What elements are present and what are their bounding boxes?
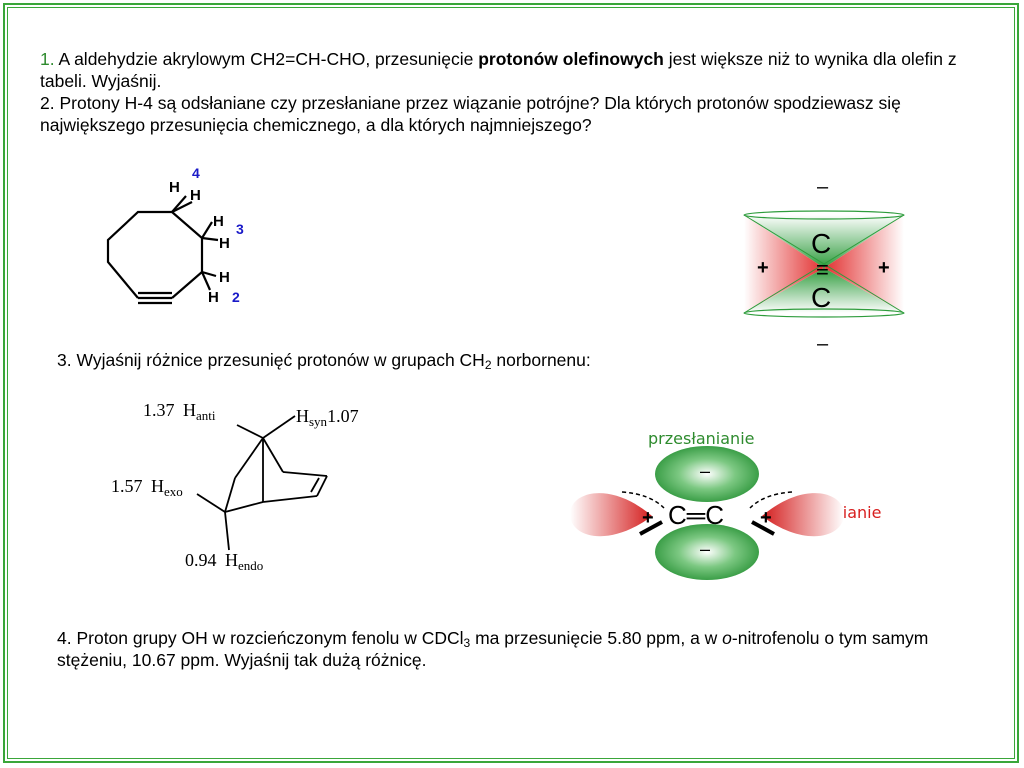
slide-frame-inner [7,7,1015,759]
h-anti-sub: anti [196,408,216,423]
h-syn-sub: syn [309,414,328,429]
h-atom-4a: H [169,179,180,196]
question-1-text-pre: A aldehydzie akrylowym CH2=CH-CHO, przes… [54,49,479,69]
h-exo-atom: H [151,476,164,496]
alkyne-triple-bond: ≡ [816,257,829,282]
alkene-plus-right: + [760,507,772,529]
question-1-text-post: jest większe niż to wynika dla olefin z … [40,49,957,91]
h-endo-atom: H [225,550,238,570]
question-4-text-mid: ma przesunięcie 5.80 ppm, a w [470,628,723,648]
question-1-number: 1. [40,49,55,69]
h-anti-atom: H [183,400,196,420]
h-syn-label: Hsyn1.07 [296,406,359,429]
h-endo-sub: endo [238,558,263,573]
question-block-1-2: 1. A aldehydzie akrylowym CH2=CH-CHO, pr… [40,48,970,136]
label-4: 4 [192,165,200,181]
question-4-text-post: -nitrofenolu o tym samym stężeniu, 10.67… [57,628,929,670]
cyclooctyne-structure: H H 4 H H 3 H H 2 [106,165,244,306]
alkene-minus-top: – [700,461,710,481]
h-syn-atom: H [296,406,309,426]
question-4-italic: o [722,628,732,648]
h-atom-4b: H [190,187,201,204]
question-3-sub: 2 [484,358,492,372]
h-exo-label: 1.57 Hexo [111,476,183,499]
question-4-text-pre: 4. Proton grupy OH w rozcieńczonym fenol… [57,628,464,648]
h-endo-value: 0.94 [185,550,217,570]
question-4-sub: 3 [463,636,471,650]
alkyne-minus-bottom: – [817,333,829,355]
label-3: 3 [236,221,244,237]
h-atom-2b: H [208,289,219,306]
alkyne-plus-left: + [757,257,769,279]
alkyne-minus-top: – [817,176,829,198]
alkene-minus-bottom: – [700,539,710,559]
question-3: 3. Wyjaśnij różnice przesunięć protonów … [57,349,591,371]
h-endo-label: 0.94 Hendo [185,550,263,573]
h-atom-3b: H [219,235,230,252]
h-atom-3a: H [213,213,224,230]
question-2-text: 2. Protony H-4 są odsłaniane czy przesła… [40,93,901,135]
question-3-text-post: norbornenu: [491,350,591,370]
question-1-bold: protonów olefinowych [478,49,664,69]
alkene-plus-left: + [642,507,654,529]
h-anti-label: 1.37 Hanti [143,400,216,423]
alkyne-c-bottom: C [811,282,831,313]
alkyne-c-top: C [811,228,831,259]
slide-frame-outer [3,3,1019,763]
h-exo-sub: exo [164,484,183,499]
label-2: 2 [232,289,240,305]
question-3-text-pre: 3. Wyjaśnij różnice przesunięć protonów … [57,350,485,370]
h-atom-2a: H [219,269,230,286]
alkyne-anisotropy-diagram: – C ≡ C + + – [743,176,905,355]
alkyne-plus-right: + [878,257,890,279]
shield-label: przesłanianie [648,429,754,448]
norbornene-structure: 1.37 Hanti Hsyn1.07 1.57 Hexo 0.94 Hendo [111,400,359,573]
h-syn-value: 1.07 [327,406,359,426]
alkene-bond: C═C [668,500,724,530]
question-4: 4. Proton grupy OH w rozcieńczonym fenol… [57,627,977,671]
h-exo-value: 1.57 [111,476,143,496]
h-anti-value: 1.37 [143,400,175,420]
alkene-anisotropy-diagram: przesłanianie odsłanianie – C═C + + – [570,429,881,580]
